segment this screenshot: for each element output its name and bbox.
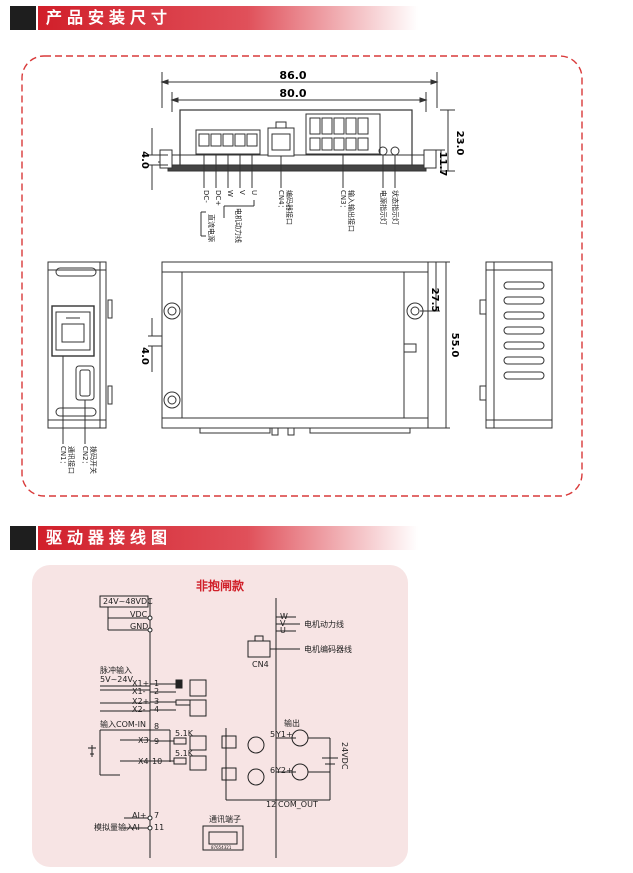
x1m-label: X1- — [132, 687, 146, 696]
motor-encoder-label: 电机编码器线 — [304, 644, 352, 654]
comm-terminal-label: 通讯端子 — [209, 814, 241, 824]
encoder-port-label: 编码器接口 — [285, 190, 294, 225]
header-bar — [38, 6, 418, 30]
status-led-label: 状态指示灯 — [391, 190, 400, 225]
dim-body-depth: 55.0 — [449, 333, 460, 358]
x2p-label: X2+ — [132, 697, 149, 706]
section-title: 产品安装尺寸 — [46, 8, 173, 27]
rj-pins-label: 87654321 — [211, 845, 232, 850]
dim-width-outer: 86.0 — [279, 69, 306, 82]
dial-switch-label: 拨码开关 — [89, 446, 98, 474]
dimension-drawing: 86.0 80.0 23.0 11.7 4.0 DC- DC+ W V U 直流… — [21, 55, 583, 497]
pin-number: 9 — [154, 737, 159, 746]
y1-label: Y1+ — [275, 730, 293, 739]
comm-port-label: 通讯接口 — [67, 446, 76, 474]
dim-left-offset: 4.0 — [139, 151, 150, 169]
cn1-label: CN1： — [59, 446, 67, 468]
cn2-label: CN2： — [81, 446, 89, 468]
aip-label: AI+ — [132, 811, 147, 820]
header-bar — [38, 526, 418, 550]
wiring-labels: 24V~48VDC VDC GND W V U 电机动力线 电机编码器线 CN4… — [94, 597, 352, 850]
pin-number: 12 — [266, 800, 276, 809]
pin-number: 8 — [154, 722, 159, 731]
section-header-dimensions: 产品安装尺寸 — [0, 4, 633, 32]
plan-view — [148, 261, 450, 436]
right-side-view — [479, 261, 553, 429]
dim-hole-pitch: 27.5 — [429, 288, 440, 313]
wiring-title: 非抱闸款 — [196, 578, 245, 593]
vdc-label: VDC — [130, 610, 148, 619]
header-block — [10, 526, 36, 550]
x4-label: X4 — [138, 757, 149, 766]
u-label: U — [280, 626, 286, 635]
pin-number: 3 — [154, 697, 159, 706]
dim-hole-offset: 4.0 — [139, 347, 150, 365]
pin-number: 2 — [154, 687, 159, 696]
y2-label: Y2+ — [275, 766, 293, 775]
com-out-label: COM_OUT — [278, 800, 318, 809]
motor-power-label: 电机动力线 — [234, 208, 243, 243]
pin-number: 7 — [154, 811, 159, 820]
w-label: W — [280, 612, 288, 621]
pulse-input-label: 脉冲输入 — [100, 665, 132, 675]
dim-height-total: 23.0 — [454, 131, 465, 156]
pin-label-u: U — [250, 190, 258, 195]
x1p-label: X1+ — [132, 679, 149, 688]
power-led-label: 电源指示灯 — [379, 190, 388, 225]
dim-height-body: 11.7 — [437, 152, 448, 177]
v-label: V — [280, 619, 286, 628]
pin-label-v: V — [238, 190, 246, 195]
gnd-label: GND — [130, 622, 148, 631]
section-title: 驱动器接线图 — [46, 528, 173, 547]
cn3-label: CN3： — [339, 190, 347, 212]
motor-power-label: 电机动力线 — [304, 619, 344, 629]
pin-number: 6 — [270, 766, 275, 775]
vdc24-label: 24VDC — [340, 742, 349, 770]
pin-label-dcm: DC- — [202, 190, 210, 203]
output-label: 输出 — [284, 718, 300, 728]
x3-label: X3 — [138, 736, 149, 745]
pin-number: 5 — [270, 730, 275, 739]
resistor-1-label: 5.1K — [175, 729, 194, 738]
pin-number: 10 — [152, 757, 162, 766]
wiring-lines — [88, 595, 338, 858]
pin-number: 11 — [154, 823, 164, 832]
x2m-label: X2- — [132, 705, 146, 714]
pulse-voltage-label: 5V~24V — [100, 675, 133, 684]
io-port-label: 输入输出接口 — [347, 190, 356, 232]
pin-numbers: 1 2 3 4 8 9 10 5 6 12 7 11 — [152, 679, 276, 832]
cn4-label: CN4 — [252, 660, 269, 669]
header-block — [10, 6, 36, 30]
com-in-label: 输入COM-IN — [100, 719, 146, 729]
left-side-view — [47, 261, 113, 444]
cn4-label: CN4： — [277, 190, 285, 212]
analog-input-label: 模拟量输入 — [94, 822, 134, 832]
pin-number: 1 — [154, 679, 159, 688]
dashed-frame — [21, 55, 583, 497]
wiring-panel — [32, 565, 408, 867]
aim-label: AI- — [132, 823, 143, 832]
top-view — [148, 72, 455, 237]
pin-label-dcp: DC+ — [214, 190, 222, 206]
supply-label: 24V~48VDC — [103, 597, 153, 606]
resistor-2-label: 5.1K — [175, 749, 194, 758]
section-header-wiring: 驱动器接线图 — [0, 524, 633, 552]
pin-number: 4 — [154, 705, 159, 714]
dim-width-inner: 80.0 — [279, 87, 306, 100]
dc-power-label: 直流电源 — [207, 214, 216, 242]
pin-label-w: W — [226, 190, 234, 197]
